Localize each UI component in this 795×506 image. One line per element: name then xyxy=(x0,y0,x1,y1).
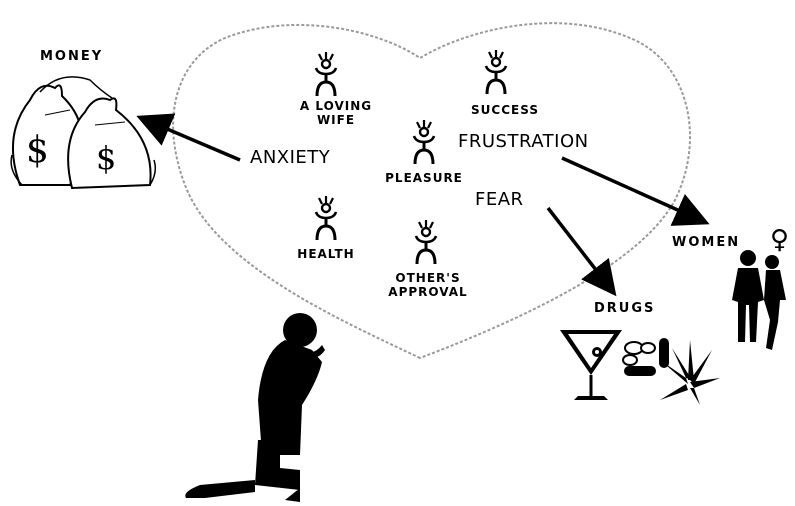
outcome-label-drugs: DRUGS xyxy=(594,302,655,317)
idol-label-pleasure: PLEASURE xyxy=(376,172,472,186)
idol-figure-icon xyxy=(416,220,436,264)
couple-silhouette-icon xyxy=(732,250,786,350)
arrow-fear-to-drugs xyxy=(548,208,610,288)
pills-icon xyxy=(623,338,669,376)
idol-figure-icon xyxy=(486,50,506,94)
emotion-label-frustration: FRUSTRATION xyxy=(458,132,589,153)
outcome-label-women: WOMEN xyxy=(672,236,740,251)
idol-figure-icon xyxy=(414,120,434,164)
idol-label-loving-wife: A LOVING WIFE xyxy=(291,100,381,128)
dollar-sign-icon: $ xyxy=(26,130,50,171)
idol-figure-icon xyxy=(316,52,336,96)
idol-label-others-approval: OTHER'S APPROVAL xyxy=(382,272,474,300)
outcome-label-money: MONEY xyxy=(40,50,103,65)
cocktail-glass-icon xyxy=(560,330,622,400)
idol-label-success: SUCCESS xyxy=(460,104,550,118)
emotion-label-anxiety: ANXIETY xyxy=(250,148,330,169)
female-symbol-icon: ♀ xyxy=(770,226,790,256)
idol-figure-icon xyxy=(316,196,336,240)
arrow-frustration-to-women xyxy=(562,158,700,220)
arrow-anxiety-to-money xyxy=(146,120,240,160)
dollar-sign-icon: $ xyxy=(96,140,117,177)
emotion-label-fear: FEAR xyxy=(475,190,524,211)
praying-man-figure xyxy=(185,313,325,502)
idol-label-health: HEALTH xyxy=(291,248,361,262)
